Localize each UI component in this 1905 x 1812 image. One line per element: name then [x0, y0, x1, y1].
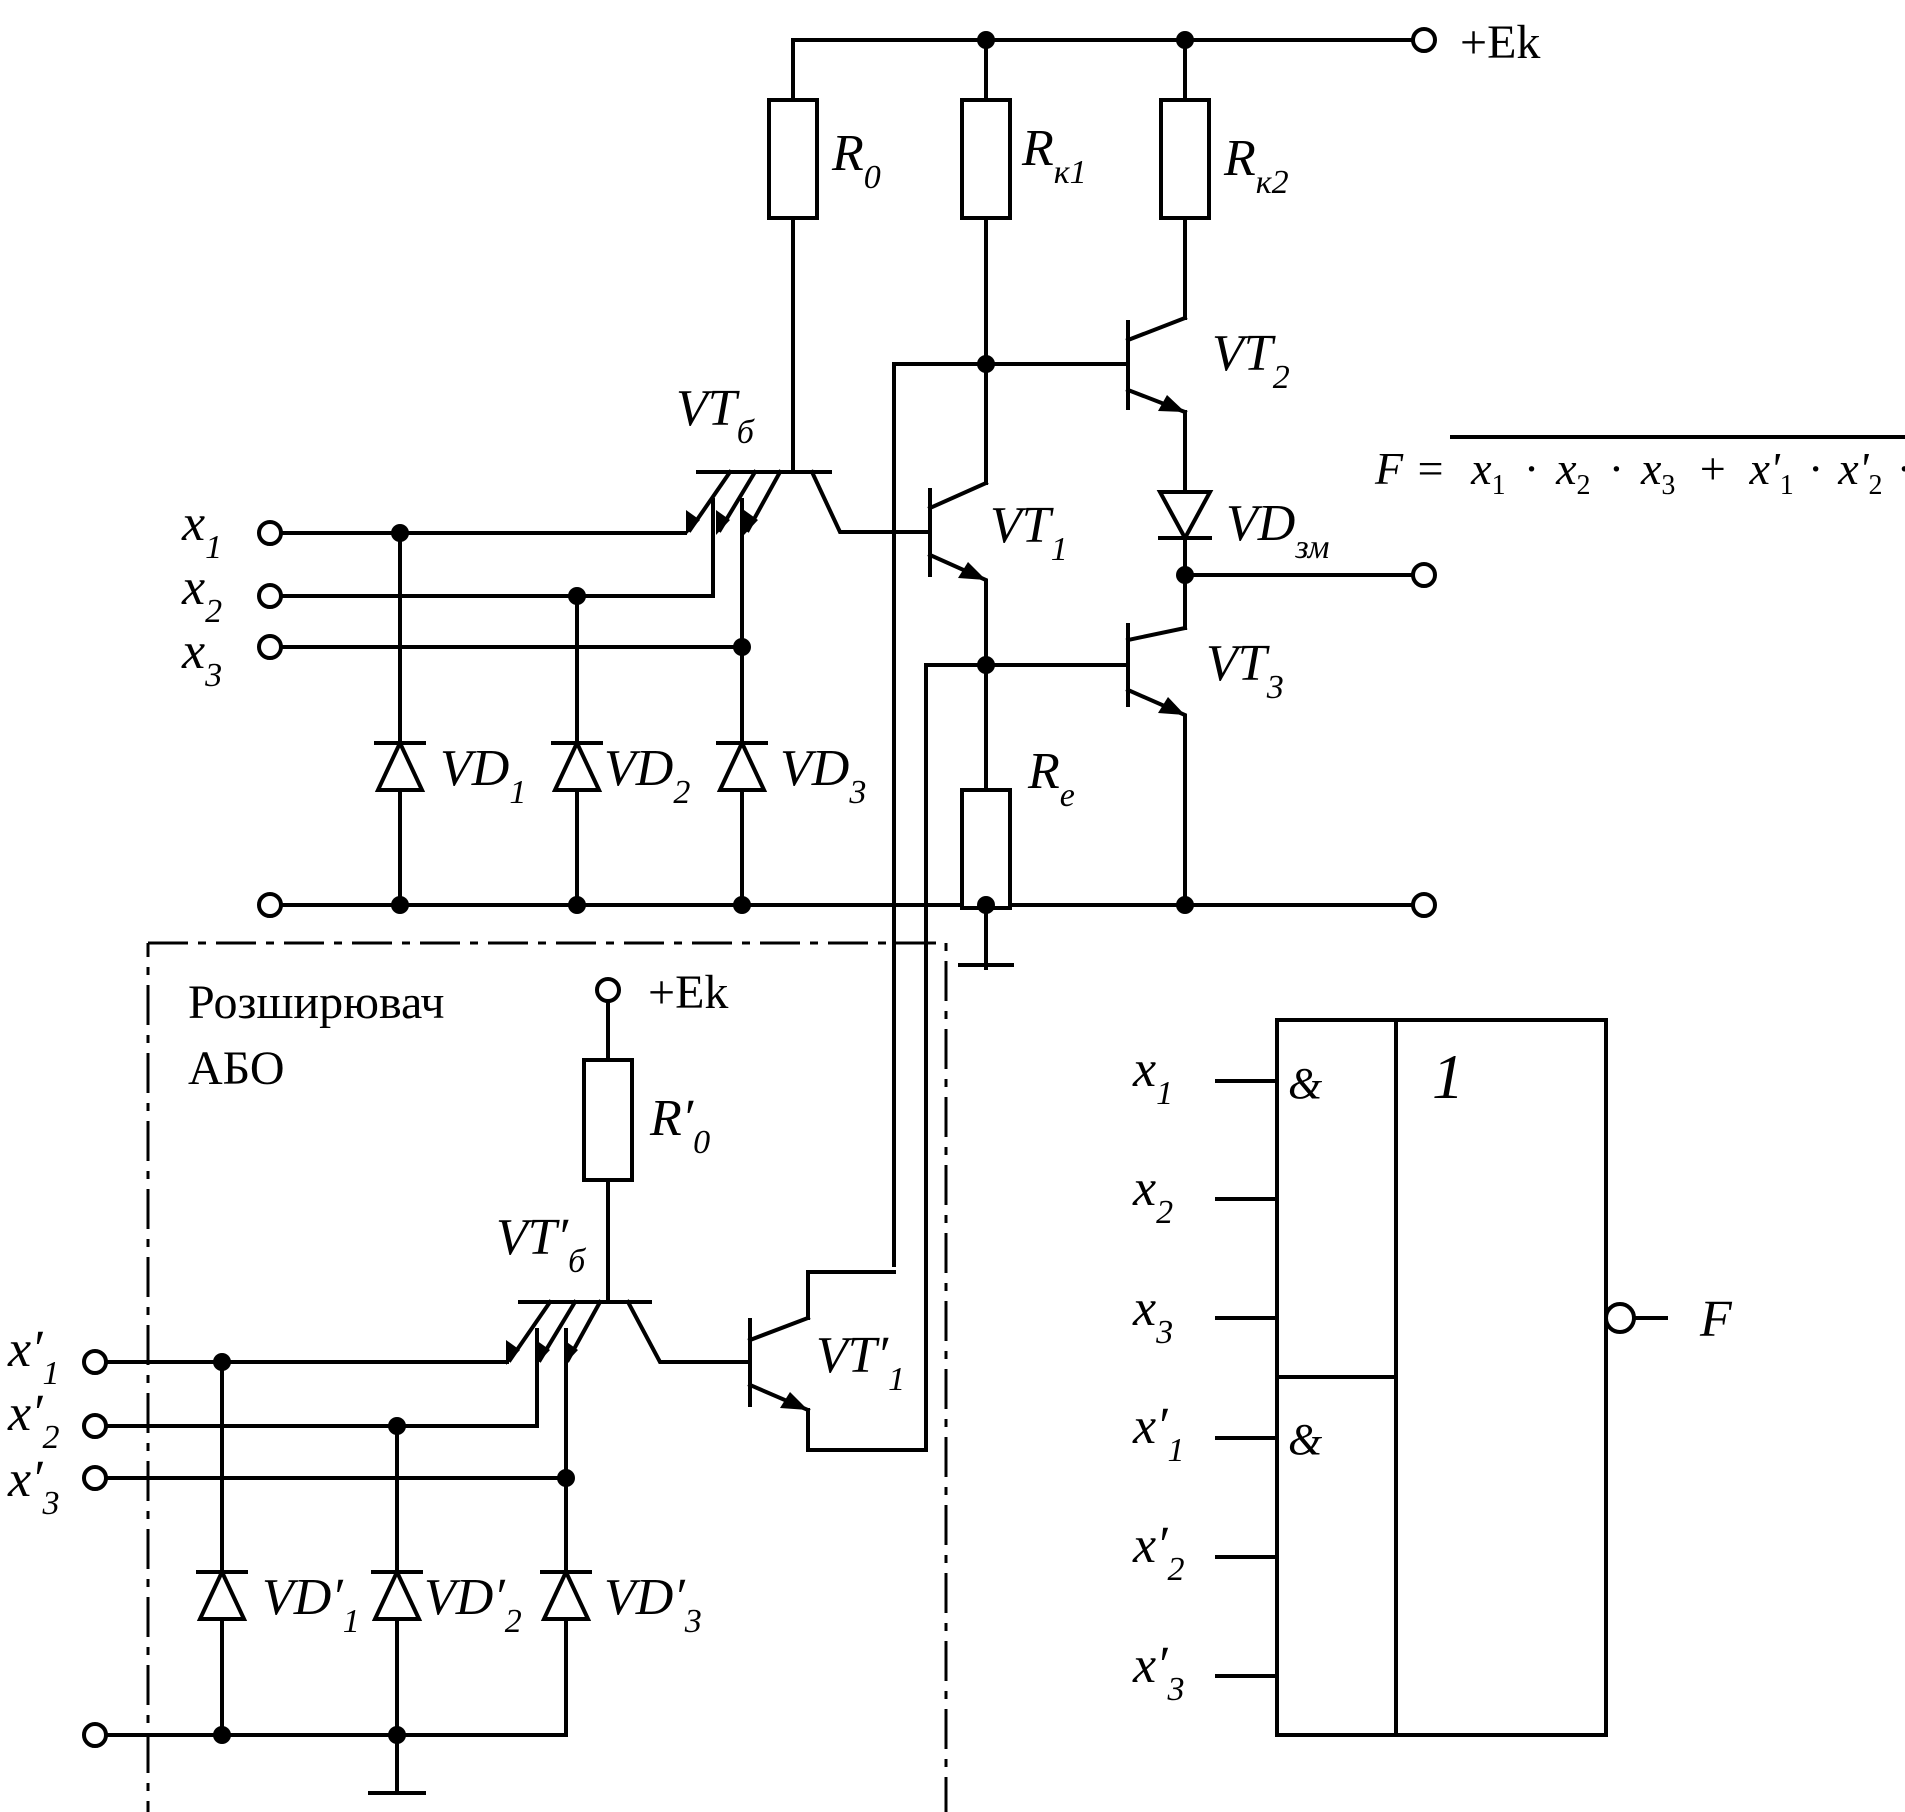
label-vd3p: VD′3: [604, 1569, 702, 1640]
sym-input-x3p: x′3: [1132, 1637, 1184, 1708]
label-vd1p: VD′1: [262, 1569, 360, 1640]
svg-text:F = x1 ·: F = x1 · x2 · x3 + x'1 · x'2 · x'3: [1374, 443, 1905, 504]
label-vd2: VD2: [604, 740, 690, 811]
label-x3: x3: [181, 623, 222, 694]
label-x2p: x′2: [7, 1385, 59, 1456]
label-vt1p: VT′1: [816, 1327, 905, 1398]
label-r0p: R′0: [649, 1090, 710, 1161]
or-sign: 1: [1432, 1041, 1464, 1112]
diode-vdzm: [1156, 490, 1214, 543]
labels: +Ek +Ek R0 Rк1 Rк2 Rе R′0 VTб VT1 VT2 VT…: [7, 16, 1905, 1708]
label-vd1: VD1: [440, 740, 526, 811]
resistor-r0p: [582, 1058, 634, 1182]
sym-input-x2: x2: [1132, 1160, 1173, 1231]
resistor-re: [960, 788, 1012, 910]
label-x1p: x′1: [7, 1321, 59, 1392]
transistor-vt3: [1126, 623, 1185, 715]
diode-vd3: [716, 738, 768, 792]
label-vd3: VD3: [780, 740, 866, 811]
label-rk1: Rк1: [1021, 120, 1087, 191]
svg-text:+Ek: +Ek: [1460, 16, 1540, 69]
transistor-vt1: [928, 488, 986, 580]
junction-dots: [391, 31, 1194, 914]
diode-vd1: [374, 738, 426, 792]
label-x2: x2: [181, 559, 222, 630]
label-vt3: VT3: [1206, 635, 1284, 706]
label-vt2: VT2: [1212, 325, 1290, 396]
label-vtb: VTб: [676, 380, 756, 451]
transistor-vtb: [686, 469, 832, 535]
sym-input-x1: x1: [1132, 1041, 1173, 1112]
expander-wires: [93, 998, 928, 1795]
diode-vd2p: [371, 1567, 423, 1621]
expander-title-line1: Розширювач: [188, 976, 445, 1029]
label-vdzm: VDзм: [1226, 495, 1329, 566]
output-f-label: F: [1699, 1291, 1733, 1348]
supply-label-main: +Ek: [1460, 16, 1540, 69]
diode-vd2: [551, 738, 603, 792]
label-r0: R0: [831, 125, 881, 196]
transistor-vt2: [1125, 315, 1188, 415]
label-x1: x1: [181, 495, 222, 566]
label-x3p: x′3: [7, 1451, 59, 1522]
sym-input-x1p: x′1: [1132, 1398, 1184, 1469]
expander-junctions: [213, 1353, 575, 1744]
label-re: Rе: [1027, 743, 1075, 814]
diode-vd3p: [540, 1567, 592, 1621]
transistor-vt1p: [747, 1315, 811, 1413]
and-sign-1: &: [1288, 1059, 1323, 1108]
logic-symbol: [1215, 1018, 1668, 1737]
resistor-rk2: [1159, 98, 1211, 220]
resistor-rk1: [960, 98, 1012, 220]
supply-label-expander: +Ek: [648, 966, 728, 1019]
inversion-bubble: [1604, 1302, 1636, 1334]
label-vd2p: VD′2: [424, 1569, 522, 1640]
svg-text:+Ek: +Ek: [648, 966, 728, 1019]
and-sign-2: &: [1288, 1415, 1323, 1464]
diode-vd1p: [196, 1567, 248, 1621]
expander-terminals: [82, 977, 621, 1748]
label-rk2: Rк2: [1223, 130, 1289, 201]
label-vtbp: VT′б: [496, 1209, 587, 1280]
label-vt1: VT1: [990, 497, 1068, 568]
terminals-main: [257, 27, 1437, 918]
expander-box-outline: [146, 941, 948, 1812]
sym-input-x3: x3: [1132, 1280, 1173, 1351]
sym-input-x2p: x′2: [1132, 1517, 1184, 1588]
transistor-vtbp: [506, 1299, 652, 1365]
resistor-r0: [767, 98, 819, 220]
output-formula: F = x1 · x2 · x3 + x'1 · x'2 · x'3: [1374, 435, 1905, 504]
expander-title-line2: АБО: [188, 1042, 285, 1095]
